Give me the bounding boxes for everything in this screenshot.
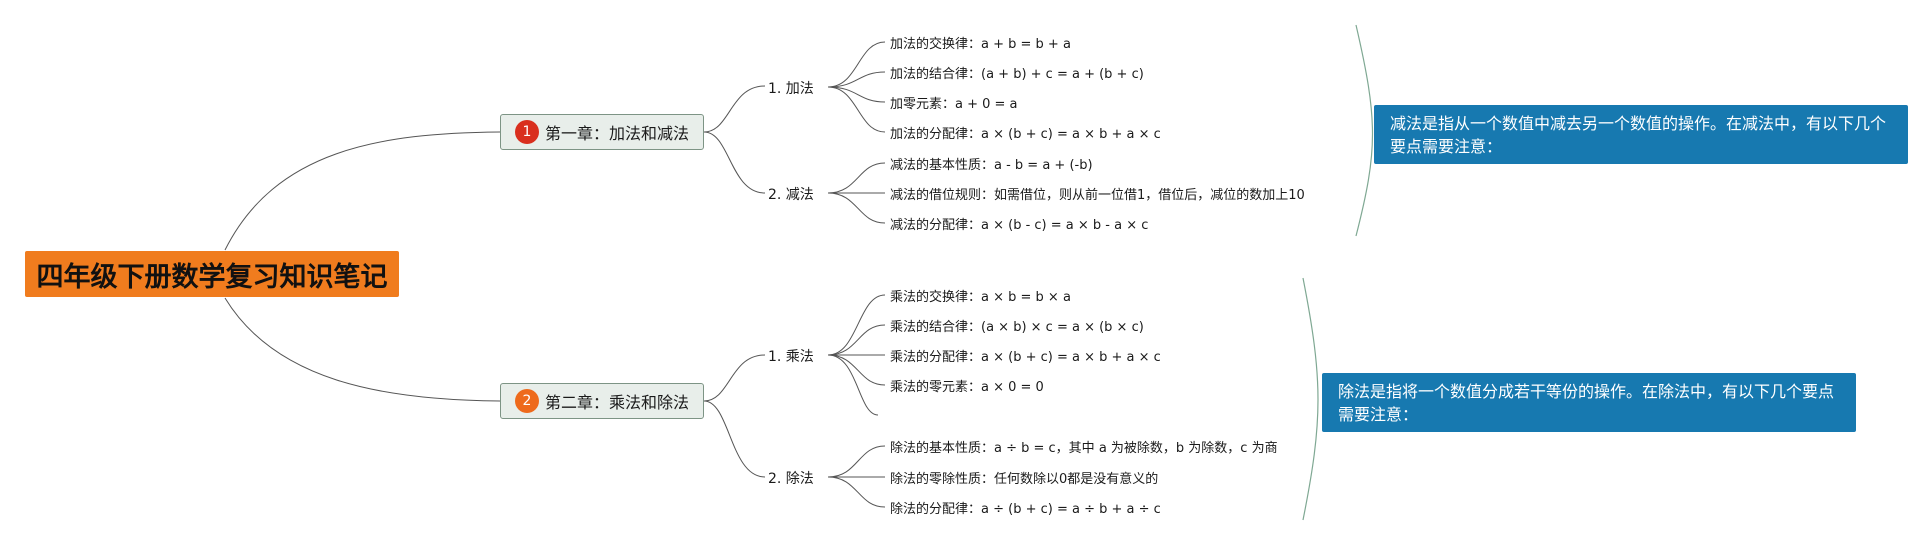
root-title: 四年级下册数学复习知识笔记 <box>36 261 388 293</box>
chapter-1-badge: 1 <box>514 120 539 144</box>
division-summary-note[interactable]: 除法是指将一个数值分成若干等份的操作。在除法中，有以下几个要点需要注意： <box>1322 373 1856 432</box>
item-subtraction-borrow[interactable]: 减法的借位规则：如需借位，则从前一位借1，借位后，减位的数加上10 <box>890 188 1305 203</box>
item-addition-commutative[interactable]: 加法的交换律：a + b = b + a <box>890 37 1071 52</box>
item-addition-zero[interactable]: 加零元素：a + 0 = a <box>890 97 1018 112</box>
item-division-distributive[interactable]: 除法的分配律：a ÷ (b + c) = a ÷ b + a ÷ c <box>890 502 1161 517</box>
item-subtraction-distributive[interactable]: 减法的分配律：a × (b - c) = a × b - a × c <box>890 218 1149 233</box>
subtraction-summary-note[interactable]: 减法是指从一个数值中减去另一个数值的操作。在减法中，有以下几个要点需要注意： <box>1374 105 1908 164</box>
chapter-1-title: 第一章：加法和减法 <box>544 124 689 143</box>
chapter-2-badge: 2 <box>514 389 539 413</box>
section-multiplication[interactable]: 1. 乘法 <box>768 349 814 365</box>
section-division[interactable]: 2. 除法 <box>768 471 814 487</box>
chapter-2-node[interactable]: 2 第二章：乘法和除法 <box>500 383 704 419</box>
section-subtraction[interactable]: 2. 减法 <box>768 187 814 203</box>
item-addition-associative[interactable]: 加法的结合律：(a + b) + c = a + (b + c) <box>890 67 1144 82</box>
item-multiplication-associative[interactable]: 乘法的结合律：(a × b) × c = a × (b × c) <box>890 320 1144 335</box>
section-addition[interactable]: 1. 加法 <box>768 81 814 97</box>
item-division-zero[interactable]: 除法的零除性质：任何数除以0都是没有意义的 <box>890 472 1159 487</box>
root-topic[interactable]: 四年级下册数学复习知识笔记 <box>25 251 399 297</box>
item-multiplication-zero[interactable]: 乘法的零元素：a × 0 = 0 <box>890 380 1044 395</box>
item-multiplication-commutative[interactable]: 乘法的交换律：a × b = b × a <box>890 290 1071 305</box>
item-addition-distributive[interactable]: 加法的分配律：a × (b + c) = a × b + a × c <box>890 127 1161 142</box>
chapter-1-node[interactable]: 1 第一章：加法和减法 <box>500 114 704 150</box>
item-multiplication-distributive[interactable]: 乘法的分配律：a × (b + c) = a × b + a × c <box>890 350 1161 365</box>
chapter-2-title: 第二章：乘法和除法 <box>544 393 689 412</box>
item-division-basic[interactable]: 除法的基本性质：a ÷ b = c，其中 a 为被除数，b 为除数，c 为商 <box>890 441 1278 456</box>
item-subtraction-basic[interactable]: 减法的基本性质：a - b = a + (-b) <box>890 158 1093 173</box>
